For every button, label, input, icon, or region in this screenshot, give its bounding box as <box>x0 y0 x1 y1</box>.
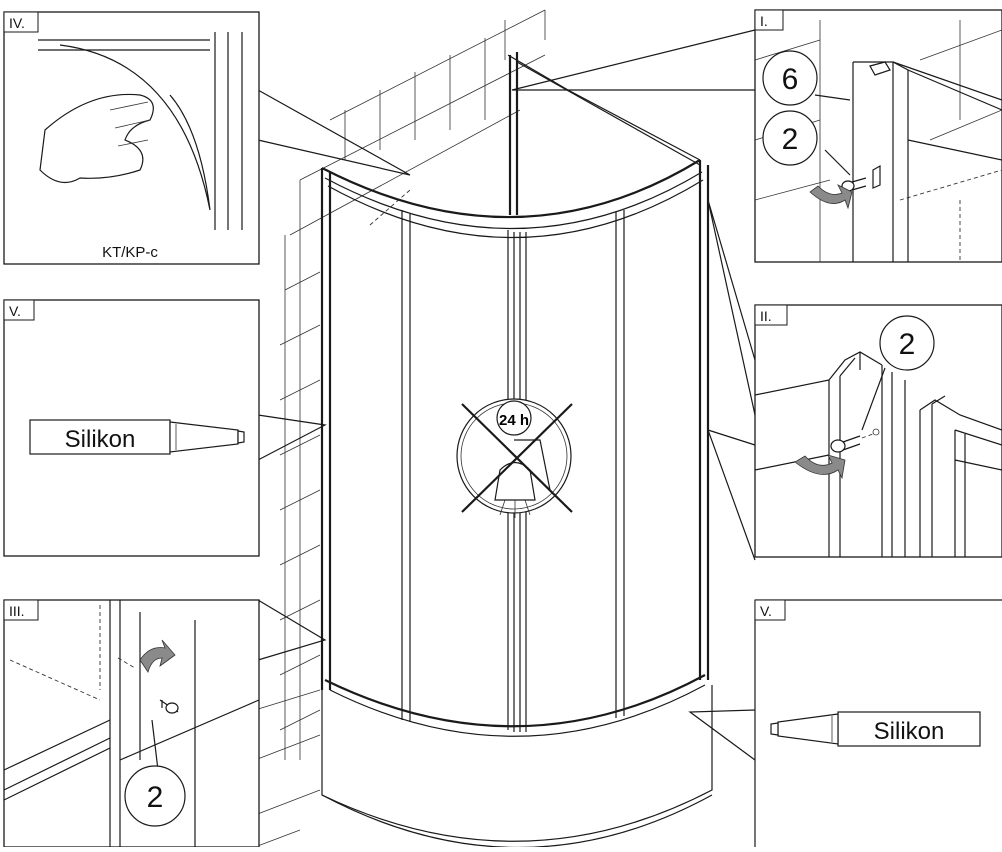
panel-iii-part-number: 2 <box>147 781 164 814</box>
screw-icon-ii <box>830 439 846 453</box>
cure-time-label: 24 h <box>499 412 529 429</box>
panel-v-right-label: V. <box>760 603 772 619</box>
rotate-arrow-icon-ii <box>794 454 846 480</box>
screw-icon <box>165 702 179 714</box>
shower-head-icon <box>514 439 551 491</box>
panel-v-silicone-right: V. Silikon <box>754 599 1002 847</box>
panel-i-part-number-b: 2 <box>782 123 799 156</box>
callout-lines <box>257 29 756 761</box>
panel-v-silicone-left: V. Silikon <box>3 299 260 557</box>
silicone-tube-icon-right <box>770 711 981 747</box>
prohibition-cross-icon <box>461 403 573 513</box>
part-callout-circle-2 <box>762 110 818 166</box>
panel-i-part-number-a: 6 <box>782 63 799 96</box>
silicone-label-right: Silikon <box>874 718 945 745</box>
panel-iii-bottom-screw: III. 2 <box>3 599 260 848</box>
part-callout-circle-ii <box>879 315 935 371</box>
panel-ii-side-screw: II. 2 <box>754 304 1002 558</box>
panel-iv-label: IV. <box>9 15 25 31</box>
silicone-label-left: Silikon <box>65 426 136 453</box>
no-shower-24h-symbol: 24 h <box>456 398 573 518</box>
panel-iv-caption: KT/KP-c <box>102 244 158 261</box>
hand-icon <box>39 93 154 184</box>
panel-i-top-screw: I. 6 2 <box>754 9 1002 263</box>
panel-ii-label: II. <box>760 308 772 324</box>
rotate-arrow-icon <box>139 639 176 673</box>
panel-iii-label: III. <box>9 603 25 619</box>
panel-iv-film-removal: IV. KT/KP-c <box>3 11 260 265</box>
panel-v-left-label: V. <box>9 303 21 319</box>
wall-tiles <box>279 9 546 760</box>
part-callout-circle-6 <box>762 50 818 106</box>
panel-ii-part-number: 2 <box>899 328 916 361</box>
silicone-tube-icon <box>29 419 245 455</box>
rotate-arrow-icon-i <box>809 184 853 210</box>
panel-i-label: I. <box>760 13 768 29</box>
part-callout-circle <box>124 765 186 827</box>
